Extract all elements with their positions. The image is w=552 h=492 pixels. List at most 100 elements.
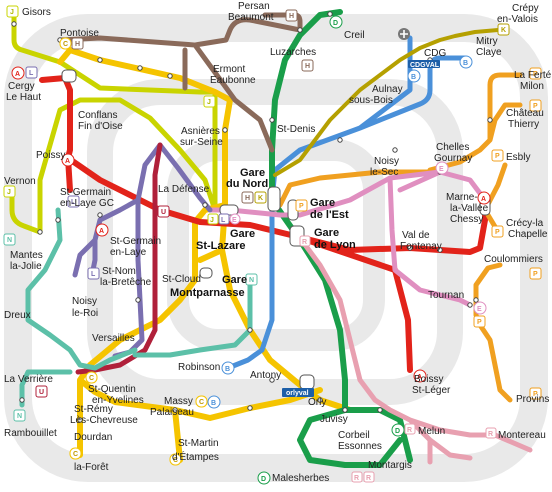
label-laferte-1: La Ferté [514,70,552,81]
label-noisyleroi-1: Noisy [72,296,97,307]
svg-text:H: H [245,195,250,202]
svg-text:orlyval: orlyval [286,390,309,397]
label-stgermaingc-1: St-Germain [60,187,111,198]
station-labels: Gisors Persan Beaumont Crépy en-Valois P… [4,1,552,484]
label-laverriere: La Verrière [4,374,53,385]
label-laferte-2: Milon [520,81,544,92]
svg-text:A: A [65,158,70,165]
badge-d-malesherbes: D [257,471,271,485]
svg-text:J: J [210,217,214,224]
svg-text:C: C [63,41,68,48]
badge-r-montargis: R [351,471,363,483]
label-provins: Provins [516,394,549,405]
svg-text:J: J [10,9,14,16]
badge-p-gde: P [295,199,308,212]
label-corbeil-1: Corbeil [338,430,370,441]
svg-text:D: D [395,428,400,435]
label-malesherbes: Malesherbes [272,473,329,484]
svg-text:H: H [75,41,80,48]
badge-r-gdl: R [299,235,311,247]
label-crepy-2: en-Valois [497,14,538,25]
badge-a-boissy: A [413,369,427,383]
label-noisy-1: Noisy [374,156,399,167]
badge-h-pontoise: H [71,37,84,50]
line-k [273,28,500,177]
svg-text:C: C [73,451,78,458]
badge-c-pontoise: C [59,37,72,50]
label-stdenis: St-Denis [277,124,315,135]
svg-text:B: B [211,400,216,407]
label-stnom-2: la-Bretêche [100,277,152,288]
badge-j-ermont: J [203,95,216,108]
label-cergy-2: Le Haut [6,92,41,103]
badge-b-mitry: B [459,55,473,69]
label-coulommiers: Coulommiers [484,254,543,265]
line-h [57,12,303,153]
svg-text:A: A [481,196,486,203]
svg-text:CDGVAL: CDGVAL [410,62,440,69]
label-aulnay-1: Aulnay [372,84,403,95]
svg-text:N: N [7,237,12,244]
label-stnom-1: St-Nom [102,266,136,277]
badge-c-massy: C [195,395,208,408]
label-stremy-2: Lès-Chevreuse [70,415,138,426]
badge-n-rambouillet: N [13,409,26,422]
label-dreux: Dreux [4,310,31,321]
label-gm-1: Gare [222,274,247,286]
label-conflans-2: Fin d'Oise [78,121,123,132]
badge-j-gisors: J [6,5,19,18]
label-asnieres-1: Asnières [181,126,220,137]
label-stgermain-1: St-Germain [110,236,161,247]
svg-text:C: C [199,399,204,406]
label-juvisy: Juvisy [320,414,348,425]
label-persan: Persan [238,1,270,12]
badge-p-laferte: P [529,67,542,80]
svg-text:K: K [258,195,263,202]
badge-p-chateau: P [529,99,542,112]
label-chateau-1: Château [506,108,544,119]
badge-r-montereau: R [485,427,497,439]
svg-text:N: N [249,277,254,284]
svg-text:R: R [302,239,307,246]
label-gisors: Gisors [22,7,51,18]
label-robinson: Robinson [178,362,220,373]
label-garedunord-2: du Nord [226,178,268,190]
badge-h-persan: H [285,9,298,22]
label-gm-2: Montparnasse [170,287,245,299]
label-versailles: Versailles [92,333,135,344]
label-marne-1: Marne- [446,192,478,203]
label-aulnay-2: sous-Bois [349,95,393,106]
cdgval-logo: CDGVAL [408,60,440,69]
label-cergy-1: Cergy [8,81,35,92]
svg-text:P: P [495,229,500,236]
svg-text:L: L [221,217,226,224]
label-beaumont: Beaumont [228,12,274,23]
label-vernon: Vernon [4,176,36,187]
svg-text:L: L [71,199,76,206]
svg-text:B: B [411,74,416,81]
label-mantes-2: la-Jolie [10,261,42,272]
badge-u-laverriere: U [35,385,48,398]
line-badges: J H D K C H H A L B B P P J A J P E L U … [3,5,542,485]
svg-text:A: A [15,71,20,78]
label-boissy-2: St-Léger [412,385,451,396]
orlyval-logo: orlyval [282,388,314,397]
label-montereau: Montereau [498,430,546,441]
label-chelles-2: Gournay [434,153,472,164]
badge-n-mantes: N [3,233,16,246]
badge-k-gdn: K [254,191,267,204]
svg-text:J: J [7,189,11,196]
badge-c-stquentin: C [85,371,98,384]
badge-d-creil: D [329,15,343,29]
badge-a-stgermain: A [95,223,109,237]
badge-l-cergy: L [25,66,38,79]
line-u [75,142,163,375]
badge-c-dourdan: C [69,447,82,460]
svg-text:R: R [366,475,371,482]
line-c [57,47,353,463]
badge-p-tournan: P [473,315,486,328]
svg-text:L: L [91,271,96,278]
label-mantes-1: Mantes [10,250,43,261]
line-p [277,72,523,403]
